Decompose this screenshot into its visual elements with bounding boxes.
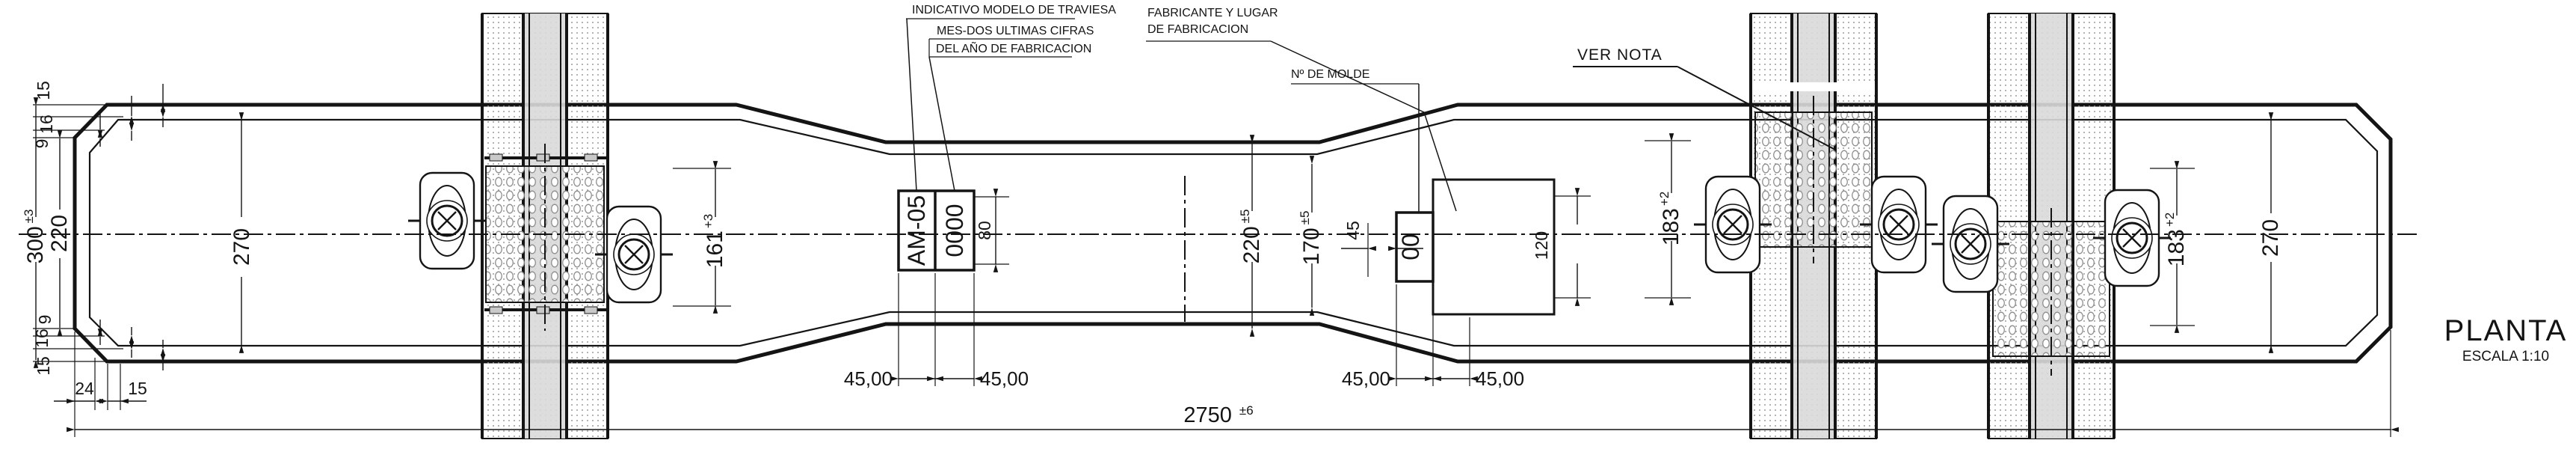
callout-fabricante-text-2: DE FABRICACION: [1147, 23, 1248, 36]
view-title: PLANTA: [2444, 314, 2568, 347]
model-marking-text: AM-05: [903, 195, 930, 266]
dim-170-text: 170±5: [1298, 211, 1324, 266]
clip-assembly-right-b2: [2092, 189, 2172, 287]
callout-ano-text: DEL AÑO DE FABRICACION: [936, 40, 1091, 55]
dim-end-width-220: 220: [47, 130, 72, 336]
callout-mes-text: MES-DOS ULTIMAS CIFRAS: [937, 25, 1094, 37]
dim-4500-2: 45,00: [980, 367, 1029, 390]
dim-cham-bot-15: 15: [34, 356, 53, 376]
dim-183-b-text: 183+2: [2163, 213, 2189, 266]
dim-end-width-300: 300±3: [22, 97, 48, 368]
dim-220-end-text: 220: [47, 215, 72, 252]
dim-seat-right-183-a: 183+2: [1645, 133, 1691, 305]
dim-molde-45: 45: [1341, 221, 1423, 277]
dim-cells-right: 45,00 45,00: [1342, 284, 1524, 390]
clip-assembly-right-a1: [1692, 175, 1773, 274]
model-marking-box: AM-05 0000: [897, 189, 976, 272]
dim-box-80: 80: [974, 189, 1009, 272]
callout-molde: Nº DE MOLDE: [1291, 68, 1420, 213]
dim-15-text: 15: [128, 379, 147, 398]
dim-300-text: 300±3: [22, 210, 48, 264]
dim-24-text: 24: [75, 379, 94, 398]
dim-4500-4: 45,00: [1476, 367, 1524, 390]
dim-220-waist-text: 220±5: [1238, 210, 1264, 264]
ver-nota-text: VER NOTA: [1577, 46, 1663, 64]
dim-cham-bot-16: 16: [32, 329, 52, 348]
dim-cham-top-9: 9: [32, 139, 52, 149]
callout-molde-text: Nº DE MOLDE: [1291, 68, 1369, 81]
view-title-block: PLANTA ESCALA 1:10: [2444, 314, 2568, 364]
dim-overall-length: 2750±6: [67, 330, 2399, 437]
dim-left-chamfers: 15 16 9 9 16 15: [32, 81, 166, 376]
dim-161-text: 161+3: [701, 214, 727, 268]
callout-fabricante-text-1: FABRICANTE Y LUGAR: [1147, 7, 1278, 19]
dim-270-right-text: 270: [2258, 219, 2283, 257]
callout-indicativo-text: INDICATIVO MODELO DE TRAVIESA: [912, 4, 1116, 16]
dim-cham-top-15: 15: [34, 81, 53, 100]
year-code-text: 0000: [941, 204, 968, 257]
dim-waist-220: 220±5: [1238, 135, 1264, 337]
dim-waist-170: 170±5: [1298, 156, 1324, 316]
dim-seat-right-183-b: 183+2: [2150, 161, 2195, 333]
clip-assembly-right-b1: [1930, 195, 2011, 293]
dim-4500-1: 45,00: [844, 367, 893, 390]
dim-120-text: 120: [1532, 231, 1551, 260]
clip-assembly-left-gauge: [594, 205, 674, 304]
callout-fecha: MES-DOS ULTIMAS CIFRAS DEL AÑO DE FABRIC…: [928, 25, 1094, 192]
dim-270-left-text: 270: [229, 228, 254, 266]
dim-seat-right-270: 270: [2258, 112, 2283, 353]
dim-cham-bot-9: 9: [35, 315, 55, 325]
dim-2750-text: 2750±6: [1183, 403, 1253, 427]
dim-183-a-text: 183+2: [1657, 192, 1683, 245]
dim-4500-3: 45,00: [1342, 367, 1390, 390]
dim-45-text: 45: [1343, 221, 1363, 240]
view-scale: ESCALA 1:10: [2462, 349, 2549, 364]
centerlines: [19, 96, 2418, 376]
dim-seat-left-270: 270: [229, 112, 254, 353]
dim-80-text: 80: [975, 221, 994, 240]
clip-assembly-left-field: [407, 171, 487, 270]
callout-fabricante: FABRICANTE Y LUGAR DE FABRICACION: [1146, 7, 1457, 212]
callout-indicativo: INDICATIVO MODELO DE TRAVIESA: [906, 4, 1116, 192]
callout-ver-nota: VER NOTA: [1573, 46, 1836, 150]
dim-cells-left: 45,00 45,00: [844, 273, 1029, 390]
dim-seat-left-161: 161+3: [673, 161, 731, 314]
dim-plate-120: 120: [1532, 188, 1591, 306]
mold-number-text: 00: [1397, 233, 1424, 260]
dim-cham-top-16: 16: [37, 114, 56, 134]
manufacturer-plate-box: [1432, 178, 1556, 316]
clip-assembly-right-a2: [1858, 175, 1939, 274]
dim-end-offsets: 24 15: [54, 358, 147, 410]
